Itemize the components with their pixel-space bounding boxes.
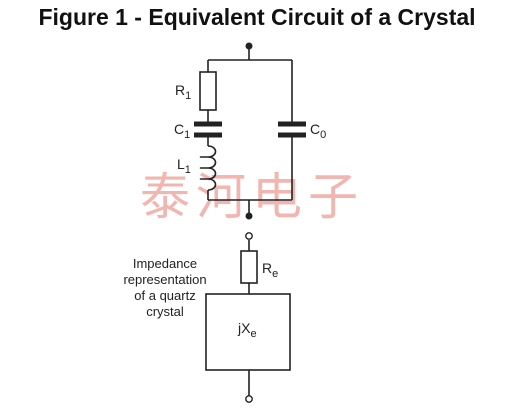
top-node-dot	[245, 42, 253, 50]
inductor-l1	[199, 145, 217, 191]
label-c0: C0	[310, 121, 326, 141]
reactance-box-jxe	[205, 293, 291, 371]
label-r1: R1	[175, 82, 191, 102]
resistor-re	[240, 250, 258, 284]
label-l1: L1	[177, 156, 191, 176]
note-line: crystal	[146, 304, 184, 319]
bottom-node-dot	[245, 212, 253, 220]
note-line: Impedance	[133, 256, 197, 271]
note-line: representation	[123, 272, 206, 287]
resistor-r1	[199, 71, 217, 111]
impedance-note: Impedance representation of a quartz cry…	[123, 256, 206, 319]
figure-title: Figure 1 - Equivalent Circuit of a Cryst…	[38, 4, 476, 30]
label-re: Re	[262, 260, 278, 280]
note-line: of a quartz	[134, 288, 195, 303]
terminal-bottom-open	[245, 395, 253, 403]
label-c1: C1	[174, 121, 190, 141]
terminal-top-open	[245, 232, 253, 240]
label-jxe: jXe	[237, 320, 257, 340]
